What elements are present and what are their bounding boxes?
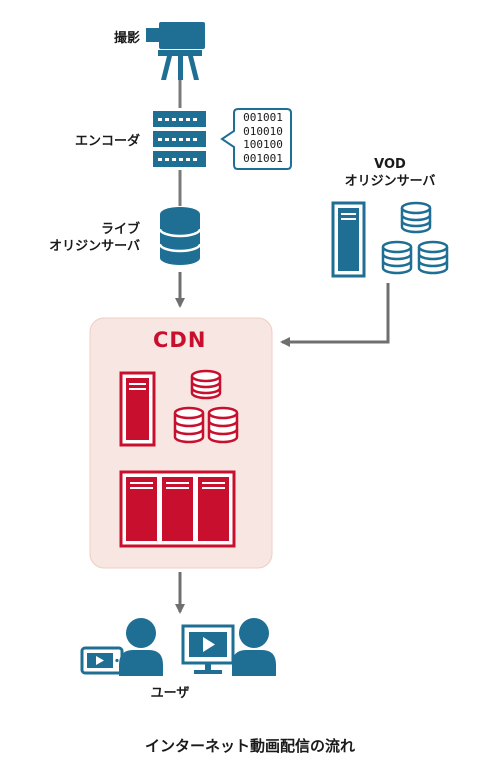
label-live-origin-line2: オリジンサーバ [49,239,140,254]
tablet-video-icon [80,646,124,675]
diagram-caption: インターネット動画配信の流れ [144,737,355,755]
video-camera-icon [146,22,205,80]
label-user: ユーザ [150,686,190,701]
binary-line: 001001 [243,111,283,124]
server-tower-icon [331,201,366,278]
binary-line: 010010 [243,124,283,138]
cdn-database-stack-icon [173,369,239,444]
binary-data-text: 001001 010010 100100 001001 [238,111,288,165]
label-vod-line2: オリジンサーバ [344,174,436,189]
user-silhouette-icon [232,618,276,676]
binary-bubble [220,108,292,170]
label-live-origin: ライブ オリジンサーバ [20,221,140,255]
label-vod-line1: VOD [374,157,406,172]
encoder-rack-icon [153,111,206,167]
label-camera: 撮影 [113,31,140,46]
database-icon [158,207,202,265]
user-silhouette-icon [119,618,163,676]
arrow-vod-to-cdn [280,283,390,347]
label-encoder: エンコーダ [74,134,140,149]
binary-line: 001001 [243,151,283,165]
label-vod-origin: VOD オリジンサーバ [330,156,450,190]
label-live-origin-line1: ライブ [100,222,140,237]
database-stack-icon [381,201,449,275]
cdn-server-tower-icon [119,371,156,447]
cdn-server-rack-icon [119,470,236,548]
monitor-video-icon [181,624,235,674]
cdn-title: CDN [153,328,207,352]
binary-line: 100100 [243,138,283,151]
